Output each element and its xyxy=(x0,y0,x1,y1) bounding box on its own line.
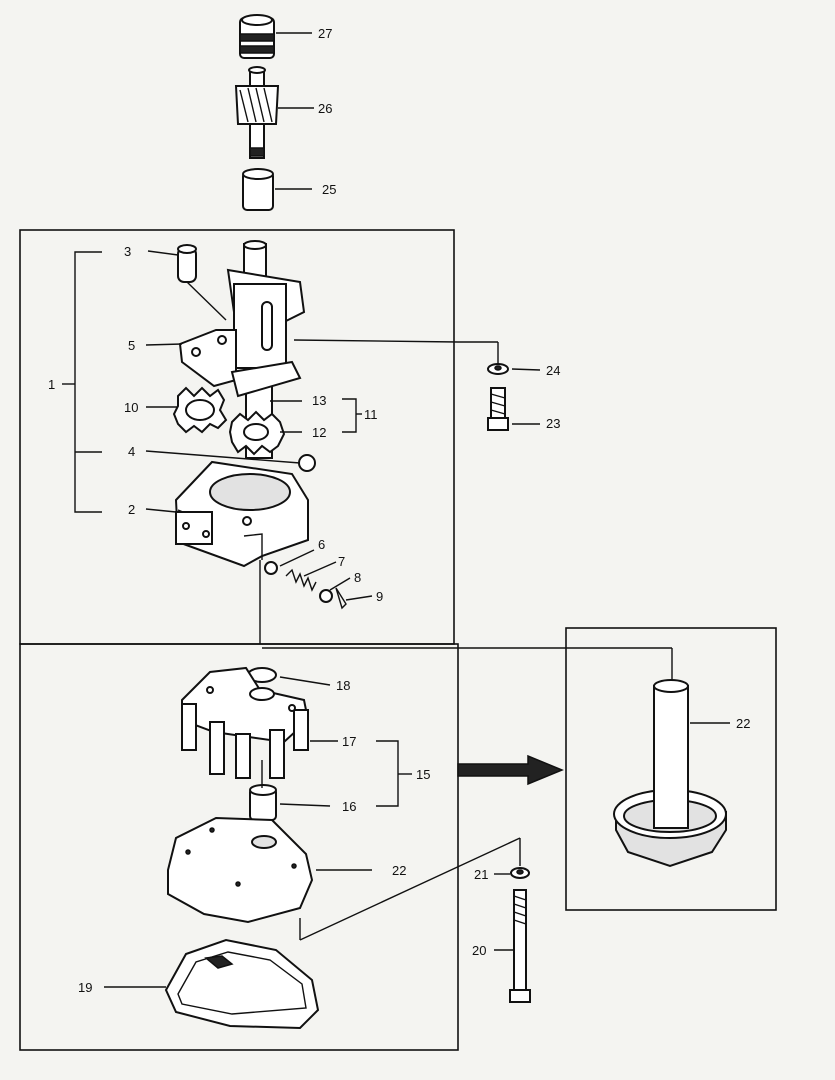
label-23: 23 xyxy=(546,416,560,431)
part-23-bolt xyxy=(487,387,509,431)
label-3: 3 xyxy=(124,244,131,259)
label-13: 13 xyxy=(312,393,326,408)
part-19-strainer-gauze xyxy=(164,938,320,1030)
part-5-cover-plate xyxy=(178,329,237,388)
part-10-idler-gear xyxy=(172,386,228,434)
part-24-washer xyxy=(487,363,509,375)
part-17-pickup-body xyxy=(181,666,310,779)
part-27-seal xyxy=(239,14,275,59)
label-5: 5 xyxy=(128,338,135,353)
label-11: 11 xyxy=(364,407,378,422)
label-8: 8 xyxy=(354,570,361,585)
label-2: 2 xyxy=(128,502,135,517)
label-7: 7 xyxy=(338,554,345,569)
label-17: 17 xyxy=(342,734,356,749)
shaft-plate xyxy=(230,360,302,398)
lower-assembly-frame xyxy=(19,643,459,1051)
part-21-washer xyxy=(510,867,530,879)
label-22-inset: 22 xyxy=(736,716,750,731)
part-25-sleeve xyxy=(242,168,274,211)
label-6: 6 xyxy=(318,537,325,552)
bracket-11 xyxy=(342,398,357,433)
part-6-ball xyxy=(264,561,278,575)
part-26-drive-gear xyxy=(234,66,280,159)
bracket-15 xyxy=(376,740,399,807)
part-20-long-bolt xyxy=(509,889,531,1003)
label-24: 24 xyxy=(546,363,560,378)
label-9: 9 xyxy=(376,589,383,604)
label-18: 18 xyxy=(336,678,350,693)
label-12: 12 xyxy=(312,425,326,440)
part-16-sleeve xyxy=(249,784,277,821)
label-10: 10 xyxy=(124,400,138,415)
label-1: 1 xyxy=(48,377,55,392)
part-9-split-pin xyxy=(335,587,347,610)
label-22: 22 xyxy=(392,863,406,878)
detail-inset-frame xyxy=(565,627,777,911)
part-2-pump-housing xyxy=(174,460,309,568)
label-25: 25 xyxy=(322,182,336,197)
label-26: 26 xyxy=(318,101,332,116)
label-15: 15 xyxy=(416,767,430,782)
part-4-ball xyxy=(298,454,316,472)
inset-part-22-pickup-tube xyxy=(613,679,727,868)
label-27: 27 xyxy=(318,26,332,41)
detail-arrow xyxy=(457,754,564,786)
part-3-pin xyxy=(177,244,197,283)
part-12-drive-gear xyxy=(228,410,286,456)
part-8-cap xyxy=(319,589,333,603)
label-19: 19 xyxy=(78,980,92,995)
label-4: 4 xyxy=(128,444,135,459)
label-20: 20 xyxy=(472,943,486,958)
part-7-spring xyxy=(285,568,317,592)
label-21: 21 xyxy=(474,867,488,882)
part-22-strainer-cover xyxy=(167,816,314,924)
bracket-1 xyxy=(74,251,102,513)
label-16: 16 xyxy=(342,799,356,814)
